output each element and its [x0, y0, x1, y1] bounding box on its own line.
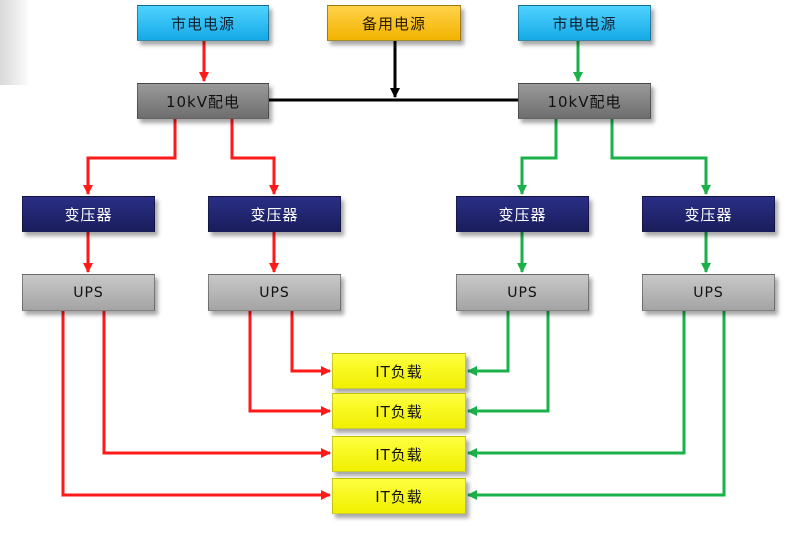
it-load-4: IT负载 [332, 478, 466, 514]
distribution-10kv-right: 10kV配电 [518, 83, 651, 119]
arrow-dist-to-xfmr-4 [610, 119, 711, 195]
arrow-ups3-to-load1 [467, 311, 510, 376]
arrow-ups3-to-load2 [467, 311, 550, 416]
arrow-ups2-to-load1 [290, 311, 331, 376]
arrow-dist-to-xfmr-1 [83, 119, 177, 195]
ups-2: UPS [208, 274, 341, 311]
backup-power: 备用电源 [327, 5, 461, 41]
distribution-10kv-left: 10kV配电 [137, 83, 269, 119]
arrow-dist-to-xfmr-3 [517, 119, 558, 195]
ups-4: UPS [642, 274, 775, 311]
transformer-1: 变压器 [22, 196, 155, 232]
arrow-dist-to-xfmr-2 [230, 119, 279, 195]
transformer-2: 变压器 [208, 196, 341, 232]
it-load-3: IT负载 [332, 436, 466, 472]
arrow-ups4-to-load4 [467, 311, 726, 500]
it-load-2: IT负载 [332, 393, 466, 429]
arrow-ups2-to-load2 [248, 311, 331, 416]
arrow-ups1-to-load4 [61, 311, 331, 500]
city-power-left: 市电电源 [137, 5, 269, 41]
arrow-ups4-to-load3 [467, 311, 686, 458]
transformer-4: 变压器 [642, 196, 775, 232]
it-load-1: IT负载 [332, 353, 466, 389]
arrow-ups1-to-load3 [102, 311, 331, 458]
city-power-right: 市电电源 [518, 5, 651, 41]
transformer-3: 变压器 [456, 196, 589, 232]
ups-1: UPS [22, 274, 155, 311]
background-shade [0, 0, 30, 85]
ups-3: UPS [456, 274, 589, 311]
